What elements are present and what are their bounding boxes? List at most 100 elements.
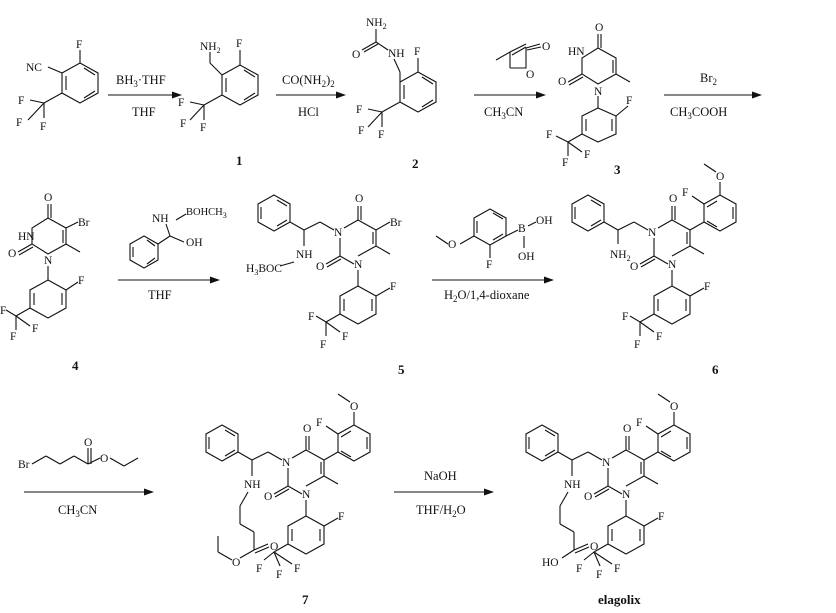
atom-f: F [634, 339, 640, 351]
reaction-arrow-8: NaOH THF/H2O [394, 469, 494, 519]
reaction-arrow-4: Br2 CH3COOH [664, 71, 762, 121]
solvent-label: CH3CN [58, 503, 97, 519]
atom-o: O [303, 423, 311, 435]
atom-nh2: NH2 [366, 17, 387, 31]
compound-4: O Br HN O N F F F F 4 [0, 192, 90, 373]
atom-f: F [596, 569, 602, 581]
atom-n: N [602, 457, 611, 469]
atom-f: F [704, 281, 710, 293]
atom-f: F [76, 39, 82, 51]
atom-n: N [622, 489, 631, 501]
compound-6: NH2 N O F O N O F F F [571, 163, 737, 377]
atom-f: F [636, 417, 642, 429]
atom-f: F [18, 95, 24, 107]
atom-hn: HN [18, 231, 35, 243]
atom-o: O [264, 491, 272, 503]
atom-o: O [558, 76, 566, 88]
atom-br: Br [390, 217, 402, 229]
atom-oh: OH [536, 215, 553, 227]
compound-label-1: 1 [236, 153, 243, 168]
compound-label-5: 5 [398, 362, 405, 377]
solvent-label: CH3COOH [670, 105, 727, 121]
solvent-label: THF/H2O [416, 503, 466, 519]
reaction-arrow-3: O O CH3CN [474, 41, 550, 121]
reagent-label: CO(NH2)2 [282, 73, 335, 89]
atom-n: N [594, 86, 603, 98]
compound-label-4: 4 [72, 358, 79, 373]
atom-f: F [414, 46, 420, 58]
atom-n: N [668, 259, 677, 271]
atom-f: F [32, 323, 38, 335]
atom-f: F [378, 129, 384, 141]
atom-f: F [656, 331, 662, 343]
atom-o: O [350, 401, 358, 413]
reaction-arrow-1: BH3·THF THF [108, 73, 182, 119]
atom-f: F [562, 157, 568, 169]
atom-nh: NH [152, 213, 169, 225]
atom-o: O [584, 491, 592, 503]
atom-br: Br [18, 459, 30, 471]
atom-f: F [200, 122, 206, 134]
atom-f: F [342, 331, 348, 343]
atom-f: F [658, 511, 664, 523]
atom-n: N [648, 227, 657, 239]
reaction-arrow-5: NH BOHCH3 OH THF [118, 207, 227, 302]
compound-7: NH O O N O F O N O [205, 393, 371, 607]
solvent-label: CH3CN [484, 105, 523, 121]
compound-elagolix: NH O HO N O F O N O [525, 393, 691, 607]
atom-o: O [542, 41, 550, 53]
atom-o: O [355, 193, 363, 205]
atom-oh: OH [186, 237, 203, 249]
atom-f: F [390, 281, 396, 293]
atom-o: O [669, 193, 677, 205]
starting-material: F NC F F F [16, 39, 99, 133]
atom-f: F [584, 149, 590, 161]
atom-b: B [518, 223, 526, 235]
atom-o: O [8, 248, 16, 260]
atom-f: F [614, 563, 620, 575]
atom-o: O [526, 69, 534, 81]
atom-nh2: NH2 [610, 249, 631, 263]
compound-label-2: 2 [412, 156, 419, 171]
atom-f: F [236, 38, 242, 50]
compound-1: F NH2 F F F 1 [178, 38, 259, 168]
atom-f: F [338, 511, 344, 523]
atom-f: F [178, 97, 184, 109]
atom-o: O [44, 192, 52, 204]
atom-nc: NC [26, 62, 42, 74]
atom-f: F [576, 563, 582, 575]
atom-o: O [270, 541, 278, 553]
compound-label-7: 7 [302, 592, 309, 607]
compound-5: NH H3BOC N O Br N O F F F F 5 [246, 193, 405, 377]
atom-f: F [308, 311, 314, 323]
atom-br: Br [78, 217, 90, 229]
atom-f: F [486, 259, 492, 271]
atom-f: F [320, 339, 326, 351]
atom-hn: HN [568, 46, 585, 58]
solvent-label: THF [148, 288, 172, 302]
atom-o: O [448, 239, 456, 251]
atom-n: N [44, 255, 53, 267]
atom-f: F [78, 275, 84, 287]
atom-n: N [282, 457, 291, 469]
atom-f: F [316, 417, 322, 429]
atom-n: N [354, 259, 363, 271]
atom-o: O [100, 453, 108, 465]
boc-group: H3BOC [246, 263, 282, 277]
compound-3: O HN O N F F F F 3 [546, 22, 632, 177]
atom-f: F [180, 118, 186, 130]
atom-nh: NH [564, 479, 581, 491]
atom-f: F [10, 331, 16, 343]
compound-label-elagolix: elagolix [598, 592, 641, 607]
reagent-label: BH3·THF [116, 73, 166, 89]
atom-o: O [595, 22, 603, 34]
reagent-label: Br2 [700, 71, 717, 87]
solvent-label: H2O/1,4-dioxane [444, 288, 530, 304]
atom-nh: NH [388, 48, 405, 60]
atom-f: F [682, 187, 688, 199]
atom-ho: HO [542, 557, 559, 569]
atom-o: O [84, 437, 92, 449]
atom-o: O [232, 557, 240, 569]
